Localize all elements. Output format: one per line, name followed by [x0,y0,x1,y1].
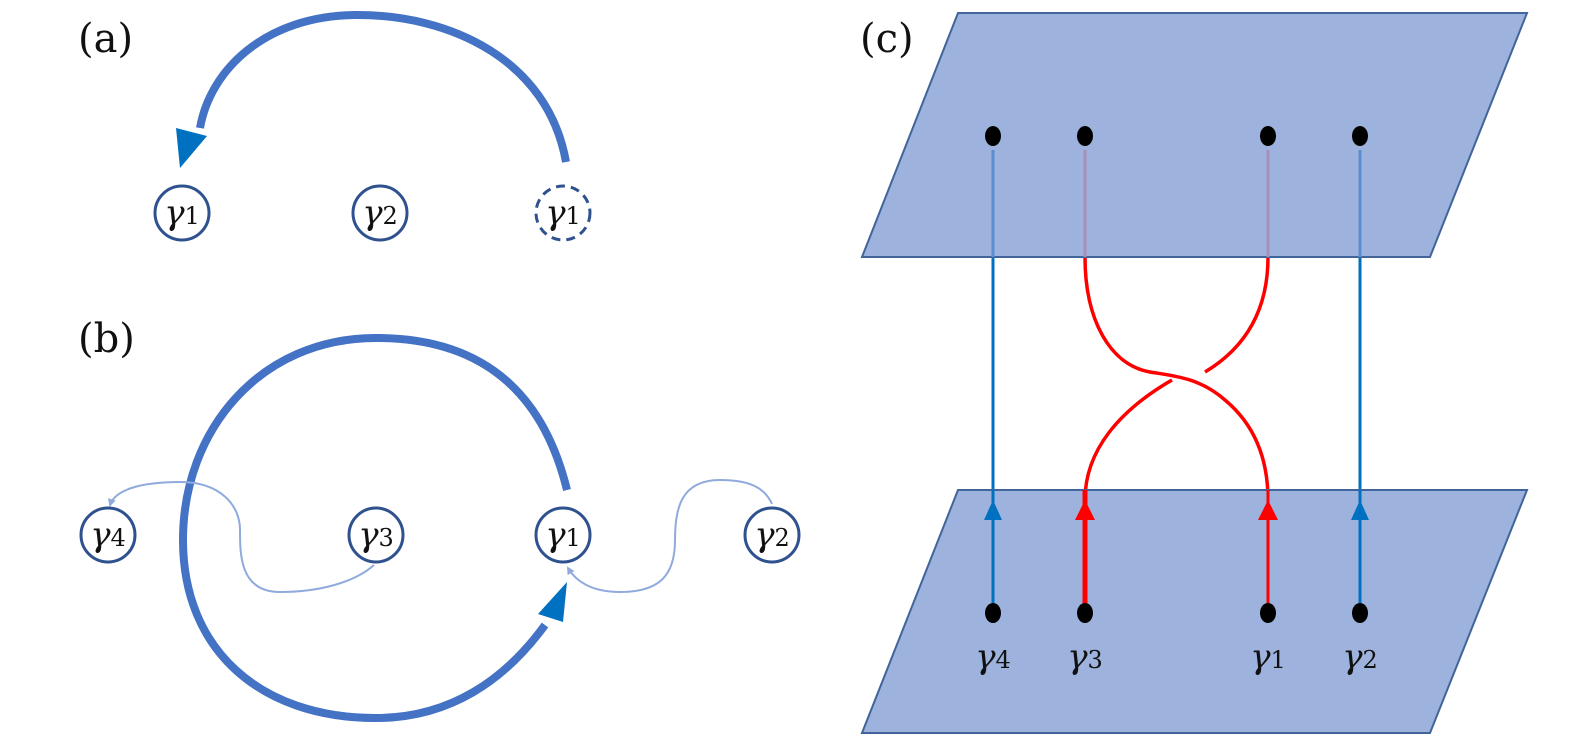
svg-text:γ2: γ2 [754,515,790,555]
svg-text:γ1: γ1 [545,193,581,233]
node-symbol: γ [164,193,185,233]
bottom-plane [860,489,1529,734]
node-symbol: γ [90,515,111,555]
bottom-dot-gamma1 [1260,603,1276,623]
panel-a-label: (a) [78,16,133,62]
braid-loop-arc [178,333,571,723]
top-dot-1 [985,126,1001,146]
top-plane [860,12,1529,258]
node-a-gamma2: γ2 [351,184,409,242]
svg-text:γ3: γ3 [358,515,394,555]
svg-text:γ2: γ2 [362,193,398,233]
thin-arrow-gamma2-to-gamma1 [566,478,773,594]
panel-c-label: (c) [860,16,914,62]
node-symbol: γ [754,515,775,555]
node-b-gamma3: γ3 [347,506,405,564]
thin-arrow-gamma3-to-gamma4 [108,480,375,594]
node-b-gamma1: γ1 [534,506,592,564]
node-symbol: γ [545,515,566,555]
up-arrow-gamma3-icon [1075,500,1095,520]
node-b-gamma4: γ4 [79,506,137,564]
panel-b: (b) γ4 γ3 γ1 γ2 [78,316,801,723]
svg-text:γ4: γ4 [90,515,126,555]
node-index: 2 [383,202,398,230]
node-index: 2 [775,524,790,552]
up-arrow-gamma2-icon [1351,500,1369,520]
bottom-label-gamma1: γ1 [1250,637,1286,677]
up-arrow-gamma1-icon [1258,500,1278,520]
bottom-label-gamma2: γ2 [1342,637,1378,677]
node-index: 1 [185,202,200,230]
node-symbol: γ [362,193,383,233]
node-index: 4 [111,524,126,552]
bottom-label-gamma4: γ4 [975,637,1011,677]
node-index: 1 [566,202,581,230]
node-a-gamma1-ghost: γ1 [534,184,592,242]
up-arrow-gamma4-icon [984,500,1002,520]
bottom-dot-gamma2 [1352,603,1368,623]
node-b-gamma2: γ2 [743,506,801,564]
exchange-arrowhead-icon [176,128,207,168]
svg-text:γ1: γ1 [164,193,200,233]
top-dot-2 [1077,126,1093,146]
bottom-dot-gamma3 [1077,603,1093,623]
top-dot-3 [1260,126,1276,146]
strand-gamma1-braid-lower [1083,378,1173,501]
bottom-label-gamma3: γ3 [1067,637,1103,677]
node-symbol: γ [358,515,379,555]
svg-text:γ1: γ1 [545,515,581,555]
strand-gamma1-braid-upper [1204,256,1270,374]
node-symbol: γ [545,193,566,233]
panel-b-label: (b) [78,316,135,362]
node-index: 3 [379,524,394,552]
exchange-arc [196,10,570,163]
braid-loop-arrowhead-icon [538,582,567,622]
top-dot-4 [1352,126,1368,146]
node-a-gamma1: γ1 [153,184,211,242]
node-index: 1 [566,524,581,552]
panel-c: (c) γ4 γ3 γ1 γ2 [860,12,1529,734]
strand-gamma3-braid [1083,256,1270,501]
panel-a: (a) γ1 γ2 γ1 [78,10,592,242]
bottom-dot-gamma4 [985,603,1001,623]
